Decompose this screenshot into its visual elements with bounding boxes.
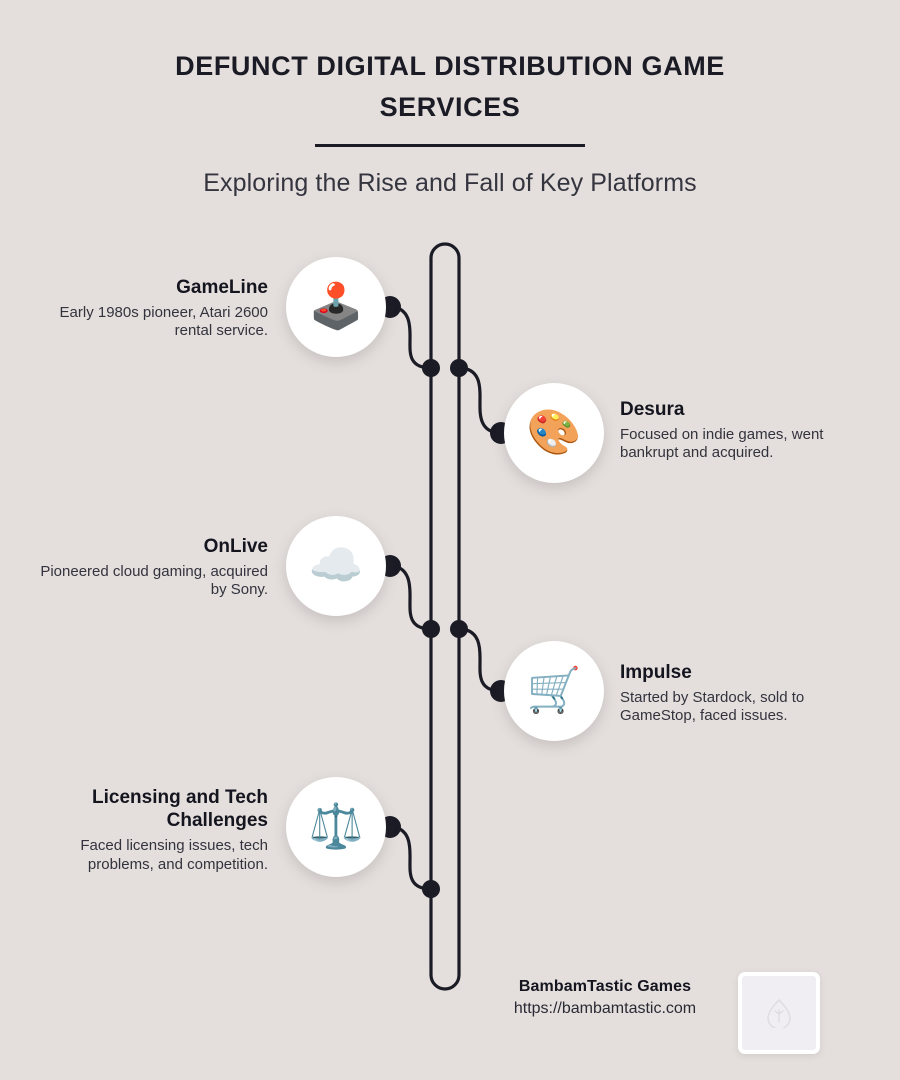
item-title: Desura <box>620 399 685 420</box>
node-gameline-spine <box>422 359 440 377</box>
footer: BambamTastic Games https://bambamtastic.… <box>470 978 740 1018</box>
item-title: GameLine <box>176 277 268 298</box>
cloud-icon: ☁️ <box>308 541 364 590</box>
timeline-item-impulse: Impulse Started by Stardock, sold to Gam… <box>620 661 850 726</box>
icon-bubble-licensing[interactable]: ⚖️ <box>286 777 386 877</box>
timeline-item-onlive: OnLive Pioneered cloud gaming, acquired … <box>38 535 268 600</box>
header: DEFUNCT DIGITAL DISTRIBUTION GAME SERVIC… <box>0 0 900 198</box>
shopping-cart-icon: 🛒 <box>526 666 582 715</box>
page-title: DEFUNCT DIGITAL DISTRIBUTION GAME SERVIC… <box>175 51 725 122</box>
footer-logo <box>738 972 820 1054</box>
item-title: Licensing and Tech Challenges <box>92 787 268 832</box>
timeline-item-desura: Desura Focused on indie games, went bank… <box>620 398 850 463</box>
item-description: Started by Stardock, sold to GameStop, f… <box>620 689 805 725</box>
connector-impulse <box>457 627 503 693</box>
egg-tree-logo-icon <box>767 999 791 1028</box>
icon-bubble-gameline[interactable]: 🕹️ <box>286 257 386 357</box>
node-onlive-spine <box>422 620 440 638</box>
balance-scale-icon: ⚖️ <box>308 802 364 851</box>
title-divider <box>315 144 585 147</box>
footer-url[interactable]: https://bambamtastic.com <box>513 1000 697 1017</box>
connector-licensing <box>388 825 433 891</box>
icon-bubble-onlive[interactable]: ☁️ <box>286 516 386 616</box>
connector-desura <box>457 366 503 435</box>
joystick-icon: 🕹️ <box>308 282 364 331</box>
node-impulse-spine <box>450 620 468 638</box>
artist-palette-icon: 🎨 <box>526 408 582 457</box>
item-title: Impulse <box>620 662 692 683</box>
page-subtitle: Exploring the Rise and Fall of Key Platf… <box>203 169 697 197</box>
item-description: Focused on indie games, went bankrupt an… <box>620 426 824 462</box>
timeline-nodes <box>379 296 512 898</box>
item-description: Faced licensing issues, tech problems, a… <box>80 837 268 873</box>
item-title: OnLive <box>203 536 268 557</box>
footer-brand: BambamTastic Games <box>518 978 692 995</box>
connector-gameline <box>388 305 433 370</box>
item-description: Pioneered cloud gaming, acquired by Sony… <box>40 563 268 599</box>
connector-onlive <box>388 564 433 631</box>
timeline-spine <box>429 242 461 991</box>
icon-bubble-impulse[interactable]: 🛒 <box>504 641 604 741</box>
timeline-item-gameline: GameLine Early 1980s pioneer, Atari 2600… <box>38 276 268 341</box>
item-description: Early 1980s pioneer, Atari 2600 rental s… <box>59 304 268 340</box>
timeline-item-licensing: Licensing and Tech Challenges Faced lice… <box>38 786 268 874</box>
icon-bubble-desura[interactable]: 🎨 <box>504 383 604 483</box>
node-desura-spine <box>450 359 468 377</box>
node-licensing-spine <box>422 880 440 898</box>
